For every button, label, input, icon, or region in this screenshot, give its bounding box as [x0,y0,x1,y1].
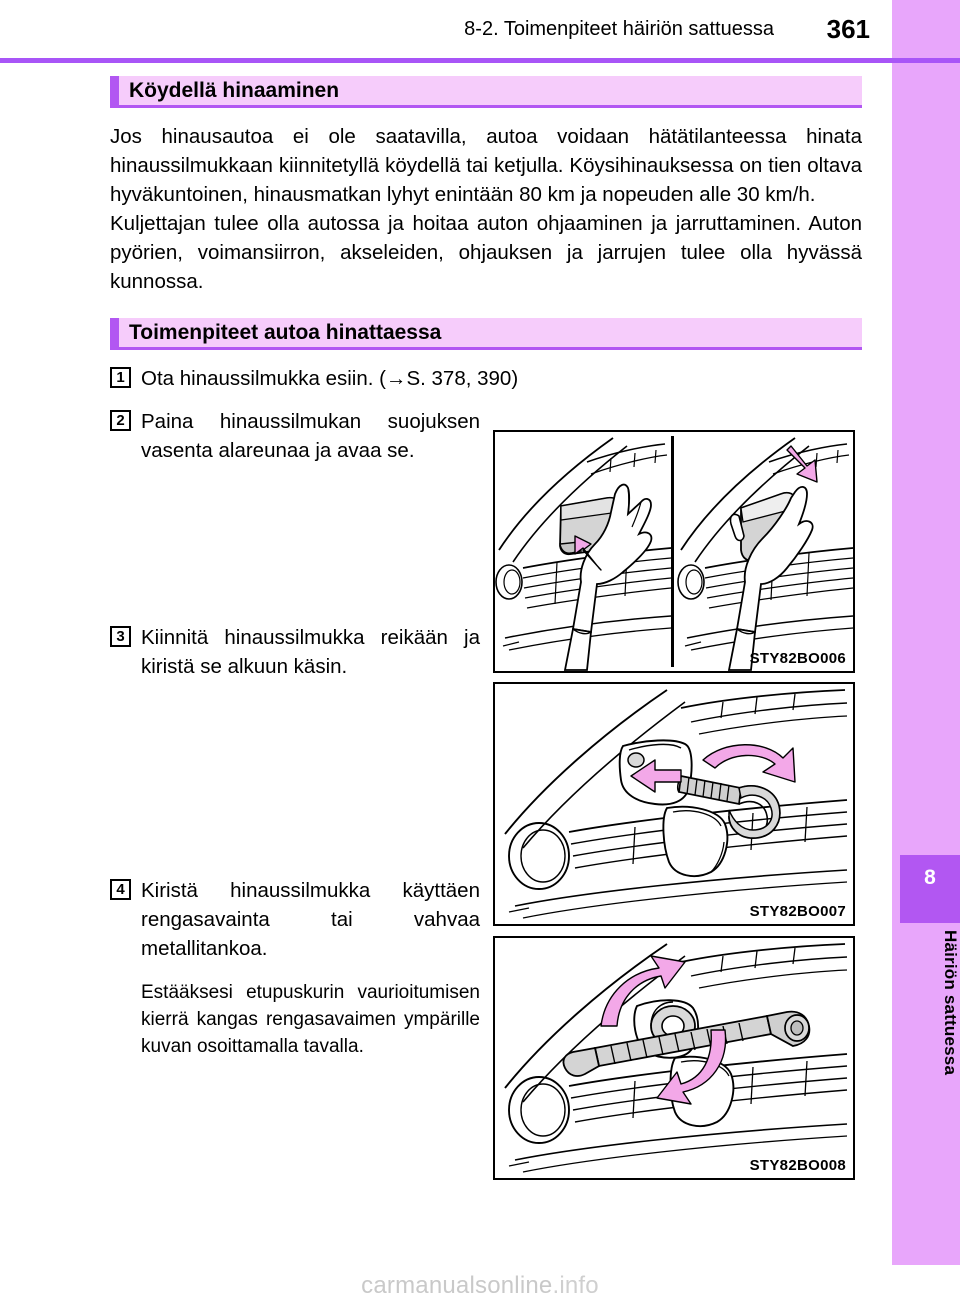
header-rule [0,58,960,63]
chapter-number: 8 [924,866,936,889]
step-item-4: 4 Kiristä hinaussilmukka käyttäen rengas… [110,876,480,1060]
arrow-open-cover [786,445,818,483]
figure-code: STY82BO007 [749,903,846,920]
intro-paragraph-1: Jos hinausautoa ei ole saatavilla, autoa… [110,125,862,206]
arrow-insert-eyelet [630,759,682,793]
tow-eyelet [676,774,781,839]
step-note: Estääksesi etupuskurin vaurioitumisen ki… [141,982,480,1057]
step-text: Paina hinaussilmukan suojuksen vasenta a… [141,410,480,462]
chapter-label: Häiriön sattuessa [941,930,960,1076]
figure-install-tow-eyelet: STY82BO007 [493,682,855,926]
header-title: 8-2. Toimenpiteet häiriön sattuessa [464,18,774,40]
step-item-2: 2 Paina hinaussilmukan suojuksen vasenta… [110,407,480,465]
section-title: Köydellä hinaaminen [129,79,340,102]
section-accent-bar [110,318,119,347]
section-accent-bar [110,76,119,105]
section-heading-rope-towing: Köydellä hinaaminen [110,76,862,108]
page-content: Köydellä hinaaminen Jos hinausautoa ei o… [110,76,862,1060]
figure-code: STY82BO006 [749,650,846,667]
step-text: Kiristä hinaussilmukka käyttäen rengasav… [141,879,480,960]
step-number: 1 [110,367,131,388]
step-number: 2 [110,410,131,431]
figure-tighten-with-wrench: STY82BO008 [493,936,855,1180]
step-item-3: 3 Kiinnitä hinaussilmukka reikään ja kir… [110,623,480,681]
arrow-rotate-down [656,1029,727,1105]
figure-2-illustration [504,689,848,919]
wrench-with-cloth [562,1010,811,1077]
site-watermark: carmanualsonline.info [0,1272,960,1300]
intro-paragraph-2: Kuljettajan tulee olla autossa ja hoitaa… [110,212,862,293]
figure-tow-eyelet-cover: STY82BO006 [493,430,855,673]
step-number: 4 [110,879,131,900]
watermark-main: carmanualsonline [361,1272,553,1299]
watermark-tld: .info [552,1272,599,1299]
page-number: 361 [826,14,870,44]
chapter-tab: 8 [900,855,960,923]
step-number: 3 [110,626,131,647]
step-text: Ota hinaussilmukka esiin. (→S. 378, 390) [141,367,519,390]
arrow-rotate-up [600,955,686,1027]
figure-code: STY82BO008 [749,1157,846,1174]
section-title: Toimenpiteet autoa hinattaessa [129,321,442,344]
step-text: Kiinnitä hinaussilmukka reikään ja kiris… [141,626,480,678]
figure-3-illustration [504,943,848,1173]
arrow-tighten-rotate [702,744,796,783]
section-heading-towing-procedure: Toimenpiteet autoa hinattaessa [110,318,862,350]
figure-1-illustration [495,436,853,671]
page-header: 8-2. Toimenpiteet häiriön sattuessa 361 [0,14,892,54]
step-item-1: 1 Ota hinaussilmukka esiin. (→S. 378, 39… [110,364,862,393]
chapter-rail [892,0,960,1265]
arrow-press-cover [574,535,602,571]
